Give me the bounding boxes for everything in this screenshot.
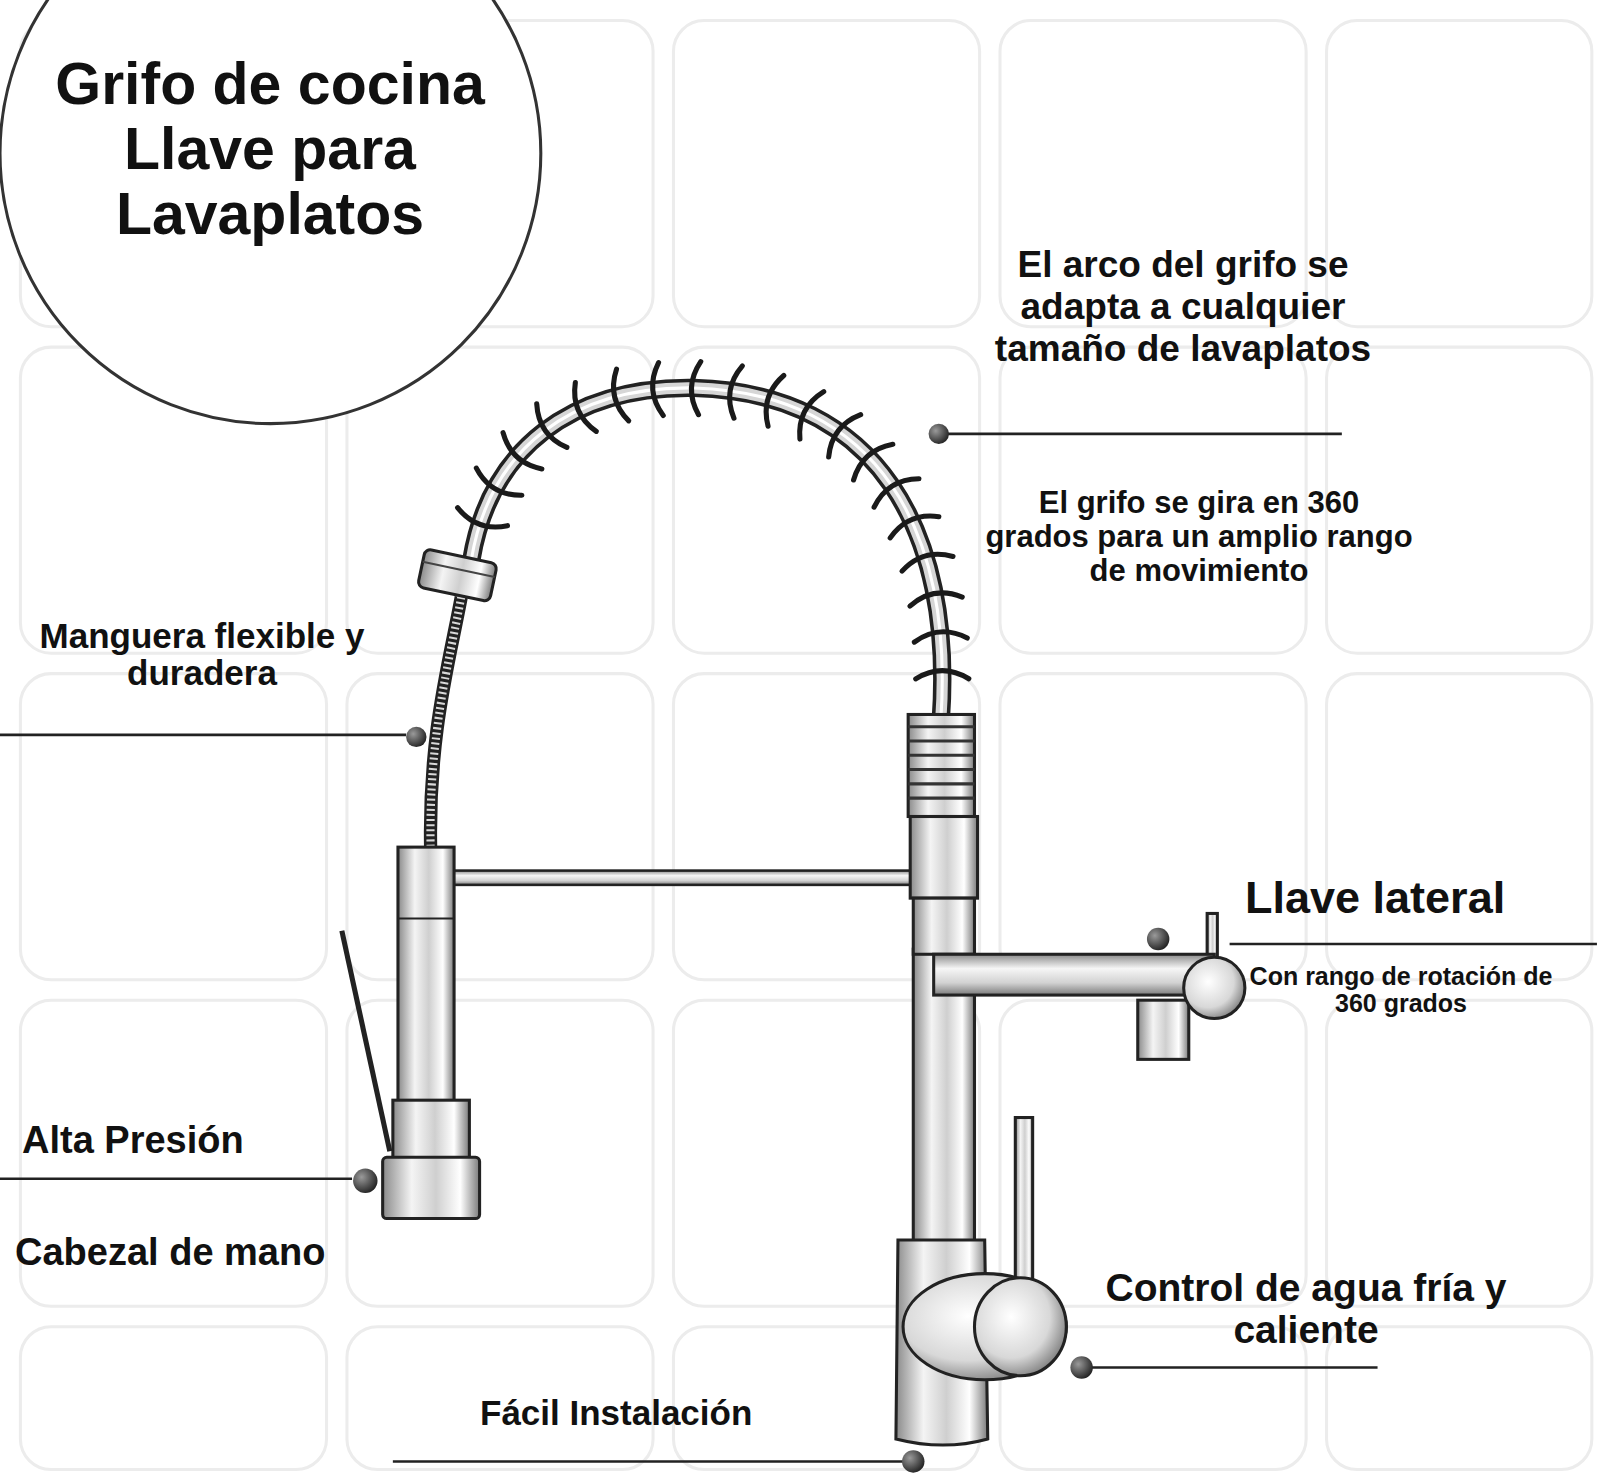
spring-coil — [800, 392, 824, 439]
feature-label: Llave lateral — [1245, 872, 1505, 924]
spring-coils — [458, 362, 969, 679]
spring-coil — [890, 516, 939, 538]
feature-label: Control de agua fría y caliente — [1071, 1267, 1541, 1351]
feature-note: Con rango de rotación de 360 grados — [1246, 963, 1556, 1017]
spring-coil — [476, 468, 522, 495]
holder-bar — [449, 871, 920, 885]
spring-coil — [916, 671, 969, 679]
spring-coil — [730, 366, 743, 418]
spring-coil — [458, 508, 508, 527]
spring-coil — [691, 362, 700, 415]
thread-section — [908, 714, 974, 816]
leader-lines — [0, 434, 1597, 1462]
spring-coil — [854, 444, 893, 480]
leader-dots — [353, 424, 1169, 1473]
feature-label: Cabezal de mano — [15, 1230, 325, 1274]
spring-coil — [614, 369, 629, 421]
spring-coil — [914, 632, 967, 642]
spring-coil — [653, 363, 664, 416]
flexible-hose — [430, 597, 461, 847]
spring-coil — [503, 433, 542, 469]
spout-tube — [471, 388, 942, 720]
feature-label: El grifo se gira en 360 grados para un a… — [984, 486, 1414, 588]
spring-coil — [575, 383, 597, 432]
mixer-handle — [903, 1118, 1066, 1380]
spray-head — [342, 847, 480, 1218]
feature-label: Alta Presión — [22, 1118, 244, 1162]
spring-coil — [902, 554, 953, 571]
feature-label: El arco del grifo se adapta a cualquier … — [953, 244, 1413, 370]
spring-coil — [874, 479, 919, 507]
spring-coil — [766, 376, 784, 427]
spring-coil — [910, 593, 962, 606]
feature-label: Manguera flexible y duradera — [12, 617, 392, 691]
feature-label: Fácil Instalación — [480, 1393, 752, 1433]
head-holder — [417, 549, 497, 602]
title-circle — [0, 0, 541, 424]
spring-coil — [829, 415, 861, 457]
title: Grifo de cocina Llave para Lavaplatos — [10, 52, 530, 247]
side-spout — [934, 913, 1245, 1059]
spring-coil — [537, 404, 567, 448]
